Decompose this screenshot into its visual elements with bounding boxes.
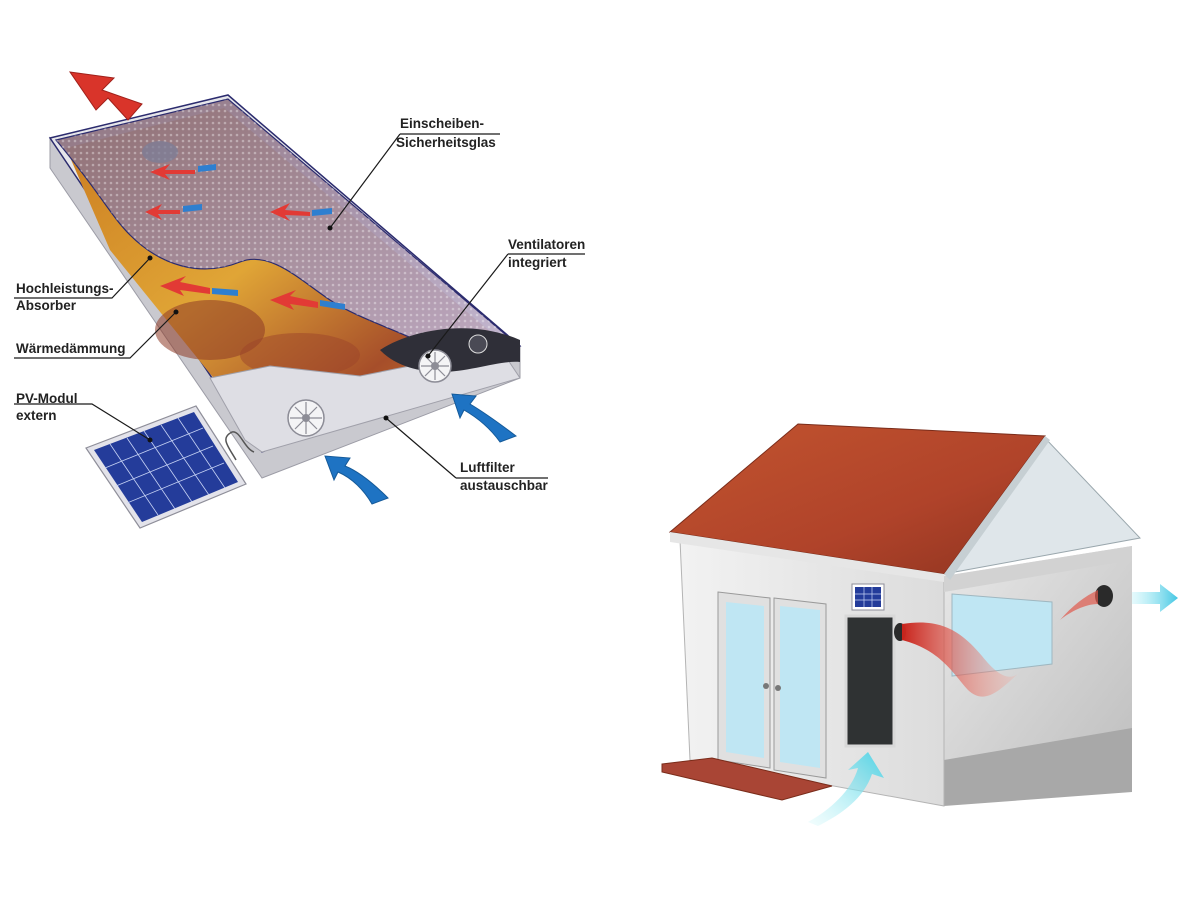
house-side-wall — [944, 546, 1132, 592]
solar-air-collector — [48, 71, 522, 529]
warm-air-flow — [902, 622, 1020, 697]
label-glass: Einscheiben- Sicherheitsglas — [396, 116, 496, 150]
wall-air-collector — [844, 614, 896, 748]
exhaust-duct — [1095, 585, 1113, 607]
door-mat — [661, 757, 833, 801]
house-door — [717, 591, 827, 779]
cool-air-inlet-arrow — [808, 752, 884, 826]
wall-solar-panel — [851, 583, 885, 611]
fan-icon — [418, 349, 452, 383]
cool-air-inlet-arrow — [324, 455, 389, 505]
house-illustration — [661, 423, 1178, 826]
pv-cable — [225, 431, 255, 461]
house-floor — [944, 728, 1132, 806]
collector-labels: Einscheiben- Sicherheitsglas Ventilatore… — [14, 116, 589, 493]
label-filter: Luftfilter austauschbar — [460, 460, 549, 493]
roof-edge — [944, 436, 1050, 580]
warm-air-outlet-arrow — [68, 71, 143, 121]
label-pv: PV-Modul extern — [16, 391, 81, 423]
label-insulation: Wärmedämmung — [16, 341, 126, 356]
outlet-vent — [142, 141, 178, 163]
pv-module — [85, 405, 255, 529]
label-absorber: Hochleistungs- Absorber — [16, 281, 117, 313]
air-exit-arrow — [1132, 584, 1178, 612]
solar-cell-icon — [94, 412, 238, 522]
fan-icon — [287, 399, 325, 437]
solar-cell-icon — [855, 587, 881, 607]
cool-air-inlet-arrow — [451, 393, 518, 443]
label-fans: Ventilatoren integriert — [508, 237, 589, 270]
warm-air-exhaust — [1060, 590, 1098, 620]
internal-air-flow-arrows — [145, 164, 345, 310]
